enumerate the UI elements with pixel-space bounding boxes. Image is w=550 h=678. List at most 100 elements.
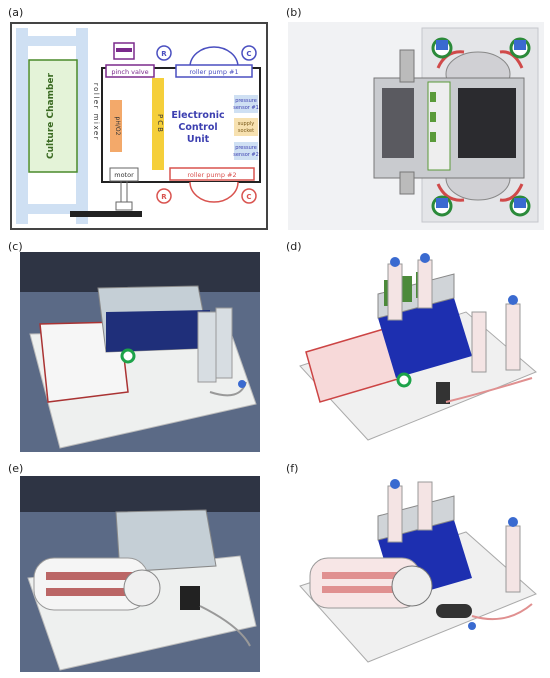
right-module — [458, 88, 516, 158]
pcb-label: PCB — [156, 114, 164, 134]
top-view-render — [288, 22, 544, 230]
pump-1-c-label: C — [246, 50, 251, 58]
pump-2-r-label: R — [161, 193, 167, 201]
pump-1-c-marker — [241, 45, 257, 61]
render-tube-2 — [417, 259, 433, 309]
pump-2-c-label: C — [246, 193, 251, 201]
photo-e-roller-tube-1 — [46, 572, 136, 580]
render-green-connector — [396, 372, 412, 388]
photo-e-cable — [199, 605, 251, 647]
photo-e-motor — [180, 586, 200, 610]
render-red-tubing — [445, 377, 533, 403]
device-render-roller — [296, 476, 540, 672]
panel-label-d: (d) — [286, 240, 302, 253]
motor-shaft — [115, 181, 133, 211]
render-f-valve-2 — [508, 517, 518, 527]
render-f-tube-2 — [417, 481, 433, 531]
pinch-valve-label: pinch valve — [111, 68, 148, 76]
bottom-tube — [399, 171, 415, 195]
render-f-drawing — [296, 476, 540, 672]
pinch-valve-bar — [116, 48, 132, 52]
pressure-sensor-1 — [234, 95, 258, 113]
render-f-valve-1 — [390, 479, 400, 489]
render-motor — [436, 382, 450, 404]
schematic-panel: Culture Chamber roller mixer pinch valve… — [10, 22, 268, 230]
pump-1-r-label: R — [161, 50, 167, 58]
photo-e-acrylic-box — [115, 509, 217, 573]
motor-box — [109, 167, 139, 182]
photo-blue-panel — [106, 310, 210, 352]
ph-o2-label: pH/O2 — [114, 117, 121, 136]
supply-socket-line2: socket — [238, 128, 254, 134]
device-photo-assembled — [20, 252, 260, 452]
left-module — [382, 88, 414, 158]
render-f-roller-tube-1 — [322, 572, 408, 579]
photo-green-connector — [120, 348, 136, 364]
pressure-sensor-1-line1: pressure — [235, 98, 257, 104]
pump-1-r-marker — [156, 45, 172, 61]
device-photo-roller — [20, 476, 260, 672]
render-tube-4 — [505, 303, 521, 371]
panel-label-c: (c) — [8, 240, 23, 253]
roller-pump-2-label: roller pump #2 — [187, 171, 236, 179]
photo-e-roller-disc — [123, 569, 161, 607]
device-render-assembled — [296, 252, 540, 452]
pressure-sensor-2-line1: pressure — [235, 145, 257, 151]
photo-e-roller-tube-2 — [46, 588, 136, 596]
culture-chamber — [28, 59, 78, 173]
pressure-sensor-1-line2: sensor #1 — [233, 105, 259, 111]
supply-socket — [234, 118, 258, 136]
supply-socket-line1: supply — [238, 121, 255, 127]
render-tube-1 — [387, 263, 403, 321]
roller-pump-1-box — [175, 64, 253, 78]
red-tube-br — [499, 183, 524, 202]
motor-label: motor — [114, 171, 134, 179]
ecu-label-line3: Unit — [187, 134, 210, 145]
pump-2-r-marker — [156, 188, 172, 204]
panel-label-a: (a) — [8, 6, 24, 19]
pcb-strip — [427, 81, 451, 171]
render-f-belt — [436, 604, 472, 618]
pressure-sensor-2-line2: sensor #2 — [233, 152, 259, 158]
render-valve-2 — [420, 253, 430, 263]
pinch-valve-box — [105, 64, 155, 78]
connectors — [431, 37, 531, 217]
ecu-label-line1: Electronic — [171, 110, 224, 121]
render-f-roller-tube-2 — [322, 586, 408, 593]
render-valve-1 — [390, 257, 400, 267]
top-view-drawing — [288, 22, 544, 230]
ph-o2-sensor — [110, 100, 122, 152]
schematic-diagram: Culture Chamber roller mixer pinch valve… — [10, 22, 268, 230]
mixer-rod — [70, 211, 142, 217]
render-pcb-slot-2 — [400, 276, 412, 302]
top-tube — [399, 49, 415, 83]
photo-blue-valve — [238, 380, 246, 388]
culture-chamber-label: Culture Chamber — [46, 72, 56, 158]
panel-label-e: (e) — [8, 462, 24, 475]
panel-label-b: (b) — [286, 6, 302, 19]
tubing-grid — [16, 28, 88, 224]
panel-label-f: (f) — [286, 462, 299, 475]
photo-e-drawing — [20, 476, 260, 672]
pump-1-dome — [189, 46, 239, 68]
pump-2-c-marker — [241, 188, 257, 204]
render-f-blue-valve — [468, 622, 476, 630]
roller-pump-1-label: roller pump #1 — [189, 68, 238, 76]
render-f-roller-disc — [391, 565, 433, 607]
ecu-label-line2: Control — [178, 122, 217, 133]
photo-c-drawing — [20, 252, 260, 452]
photo-tube-2 — [215, 307, 233, 379]
render-d-drawing — [296, 252, 540, 452]
photo-tube-1 — [197, 311, 217, 383]
render-tube-3 — [471, 311, 487, 373]
roller-mixer-label: roller mixer — [92, 83, 100, 141]
render-f-red-tubing — [471, 603, 533, 621]
render-valve-3 — [508, 295, 518, 305]
roller-pump-2-box — [169, 167, 255, 181]
red-tube-bl — [436, 183, 465, 202]
pump-2-dome — [189, 181, 239, 203]
render-f-tube-3 — [505, 525, 521, 593]
render-f-tube-1 — [387, 485, 403, 543]
pcb-board — [152, 78, 164, 170]
pressure-sensor-2 — [234, 142, 258, 160]
